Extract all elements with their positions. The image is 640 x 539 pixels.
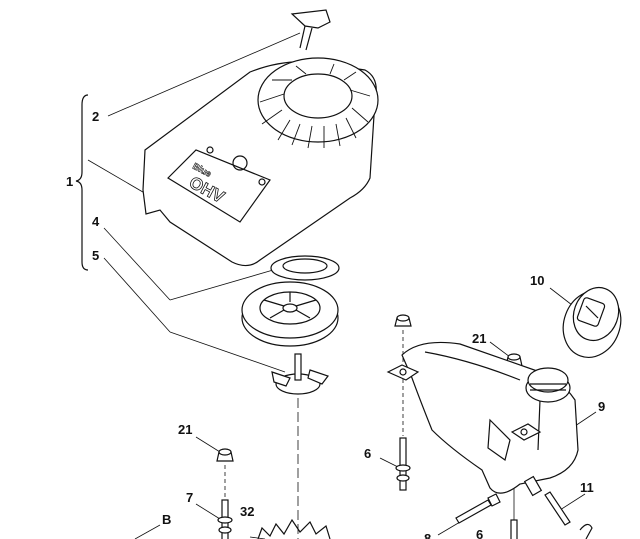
callout-11: 11 bbox=[580, 480, 594, 495]
fuel-cap bbox=[562, 286, 622, 358]
callout-8: 8 bbox=[424, 531, 432, 539]
flange-nut bbox=[394, 314, 412, 327]
group-bracket bbox=[75, 94, 89, 271]
callout-21: 21 bbox=[178, 422, 193, 437]
fuel-tank bbox=[386, 341, 579, 497]
callout-32: 32 bbox=[240, 504, 255, 519]
stud bbox=[510, 519, 518, 539]
callout-1: 1 bbox=[66, 174, 74, 189]
pawl-assembly bbox=[271, 353, 329, 395]
stud bbox=[395, 437, 411, 491]
callout-10: 10 bbox=[530, 273, 545, 288]
flange-nut bbox=[216, 448, 234, 462]
starter-handle bbox=[290, 9, 331, 51]
stud bbox=[217, 499, 233, 539]
bolt bbox=[455, 493, 501, 524]
starter-cover: Blue OHV bbox=[142, 57, 379, 267]
callout-7: 7 bbox=[186, 490, 194, 505]
callout-4: 4 bbox=[92, 214, 100, 229]
callout-6: 6 bbox=[364, 446, 372, 461]
callout-5: 5 bbox=[92, 248, 100, 263]
callout-2: 2 bbox=[92, 109, 100, 124]
cooling-fan bbox=[257, 518, 331, 539]
recoil-spring bbox=[270, 255, 340, 281]
callout-21: 21 bbox=[472, 331, 487, 346]
callout-b: B bbox=[162, 512, 172, 527]
callout-6: 6 bbox=[476, 527, 484, 539]
fuel-line-pin bbox=[544, 491, 593, 539]
starter-pulley bbox=[241, 281, 339, 347]
callout-9: 9 bbox=[598, 399, 606, 414]
